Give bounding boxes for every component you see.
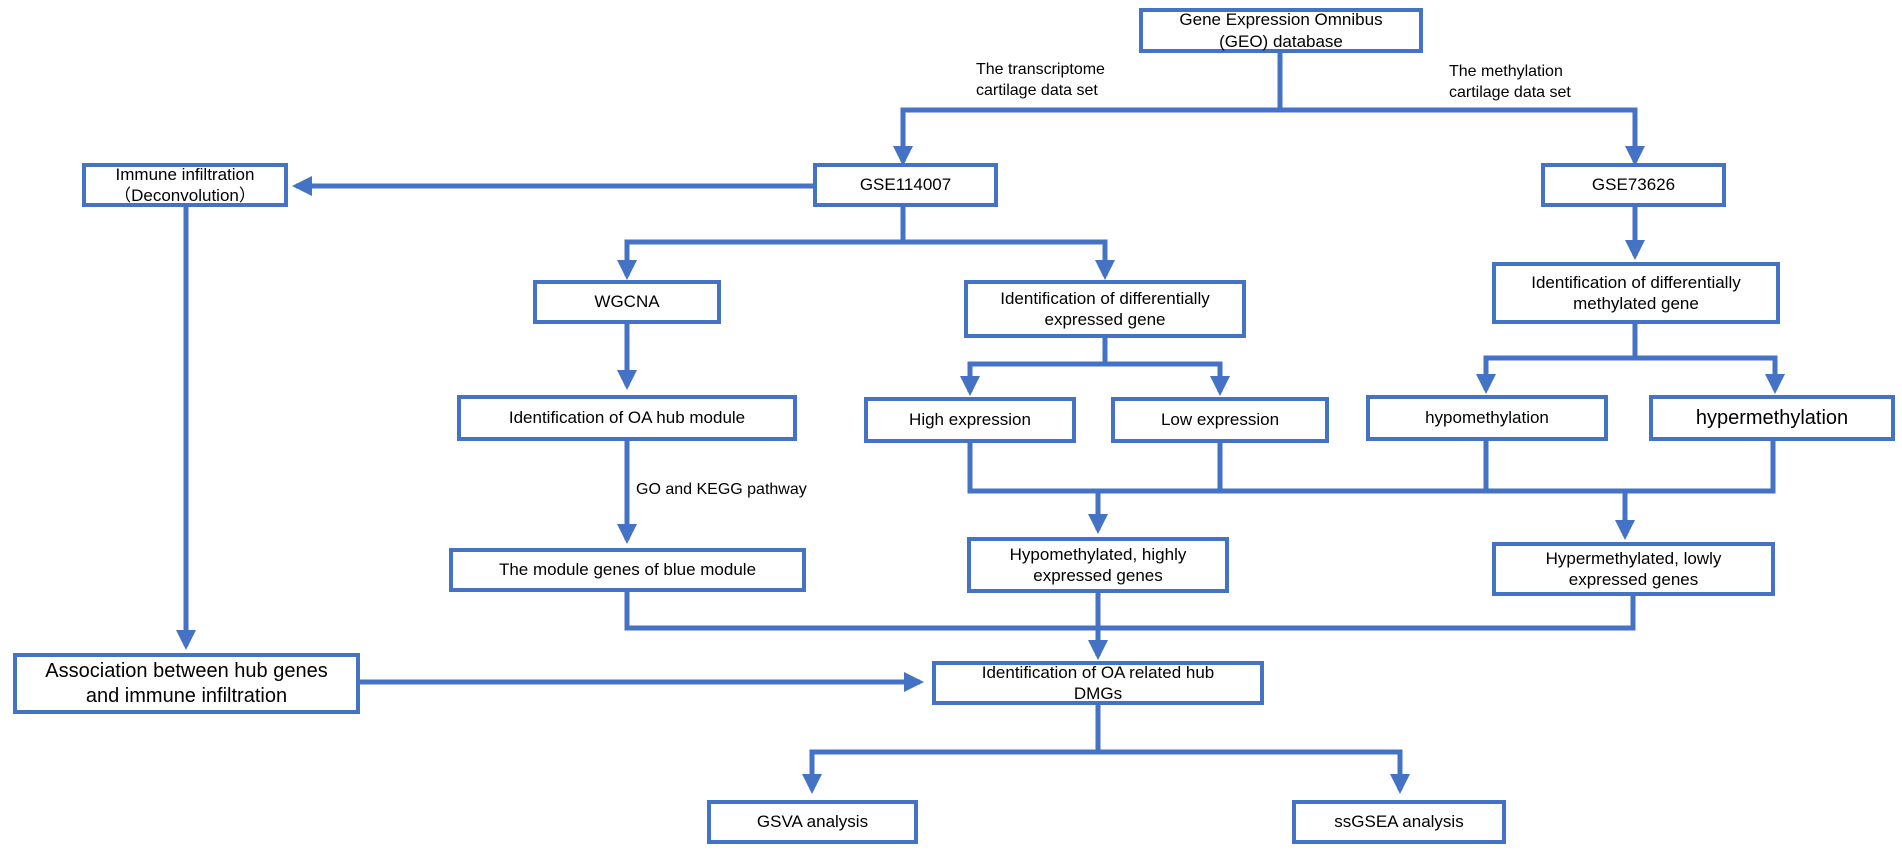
connector-oa-hub-dmgs-to-gsva <box>802 749 1098 794</box>
node-high-expression-text: High expression <box>909 410 1031 430</box>
node-low-expression-text: Low expression <box>1160 410 1280 430</box>
node-dmg: Identification of differentially methyla… <box>1492 262 1780 324</box>
label-methylation: The methylation cartilage data set <box>1449 63 1571 101</box>
node-hypomethylation-text: hypomethylation <box>1425 408 1549 428</box>
node-dmg-text: Identification of differentially methyla… <box>1531 272 1741 313</box>
node-hyper-low-text: Hypermethylated, lowly expressed genes <box>1545 548 1722 589</box>
node-geo-text: Gene Expression Omnibus (GEO) database <box>1179 10 1383 51</box>
node-immune-text: Immune infiltration （Deconvolution） <box>114 164 256 205</box>
node-association: Association between hub genes and immune… <box>13 653 360 714</box>
node-oa-hub-dmgs-text: Identification of OA related hub DMGs <box>981 662 1215 703</box>
node-oa-hub-module: Identification of OA hub module <box>457 395 797 441</box>
connector-geo-to-gse73626 <box>1280 107 1645 166</box>
connector-gse114007-to-deg <box>903 239 1115 280</box>
node-association-text: Association between hub genes and immune… <box>45 659 328 707</box>
node-hypermethylation-text: hypermethylation <box>1695 406 1849 429</box>
node-hyper-low: Hypermethylated, lowly expressed genes <box>1492 542 1775 596</box>
node-hypo-high: Hypomethylated, highly expressed genes <box>967 537 1229 593</box>
node-gse73626: GSE73626 <box>1541 163 1726 207</box>
node-gse73626-text: GSE73626 <box>1591 175 1676 195</box>
node-hypo-high-text: Hypomethylated, highly expressed genes <box>1009 544 1187 585</box>
connector-merge-bar <box>967 440 1776 494</box>
connector-deg-to-low <box>1105 361 1230 396</box>
node-low-expression: Low expression <box>1111 397 1329 443</box>
node-deg: Identification of differentially express… <box>964 280 1246 338</box>
label-transcriptome: The transcriptome cartilage data set <box>976 61 1105 99</box>
node-gse114007: GSE114007 <box>813 163 998 207</box>
connector-dmg-to-hyper <box>1635 355 1785 394</box>
node-gsva: GSVA analysis <box>707 800 918 844</box>
node-hypermethylation: hypermethylation <box>1649 395 1895 441</box>
node-high-expression: High expression <box>864 397 1076 443</box>
connector-gse114007-to-wgcna <box>617 239 903 280</box>
node-wgcna-text: WGCNA <box>594 292 660 312</box>
label-go-kegg: GO and KEGG pathway <box>636 481 807 498</box>
node-geo: Gene Expression Omnibus (GEO) database <box>1139 8 1423 53</box>
node-immune: Immune infiltration （Deconvolution） <box>82 163 288 207</box>
node-deg-text: Identification of differentially express… <box>1000 288 1210 329</box>
connector-merge2-bar <box>624 590 1636 631</box>
node-gse114007-text: GSE114007 <box>859 175 952 195</box>
node-blue-module: The module genes of blue module <box>449 548 806 592</box>
connector-oa-hub-dmgs-to-ssgsea <box>1098 749 1410 794</box>
node-oa-hub-dmgs: Identification of OA related hub DMGs <box>932 661 1264 705</box>
node-gsva-text: GSVA analysis <box>756 812 869 832</box>
node-wgcna: WGCNA <box>533 280 721 324</box>
connector-geo-to-gse114007 <box>893 107 1280 166</box>
node-ssgsea-text: ssGSEA analysis <box>1334 812 1464 832</box>
connector-dmg-to-hypo <box>1476 355 1635 394</box>
connector-deg-to-high <box>960 361 1105 396</box>
node-blue-module-text: The module genes of blue module <box>498 560 757 580</box>
node-oa-hub-module-text: Identification of OA hub module <box>508 408 746 428</box>
node-ssgsea: ssGSEA analysis <box>1292 800 1506 844</box>
node-hypomethylation: hypomethylation <box>1366 395 1608 441</box>
